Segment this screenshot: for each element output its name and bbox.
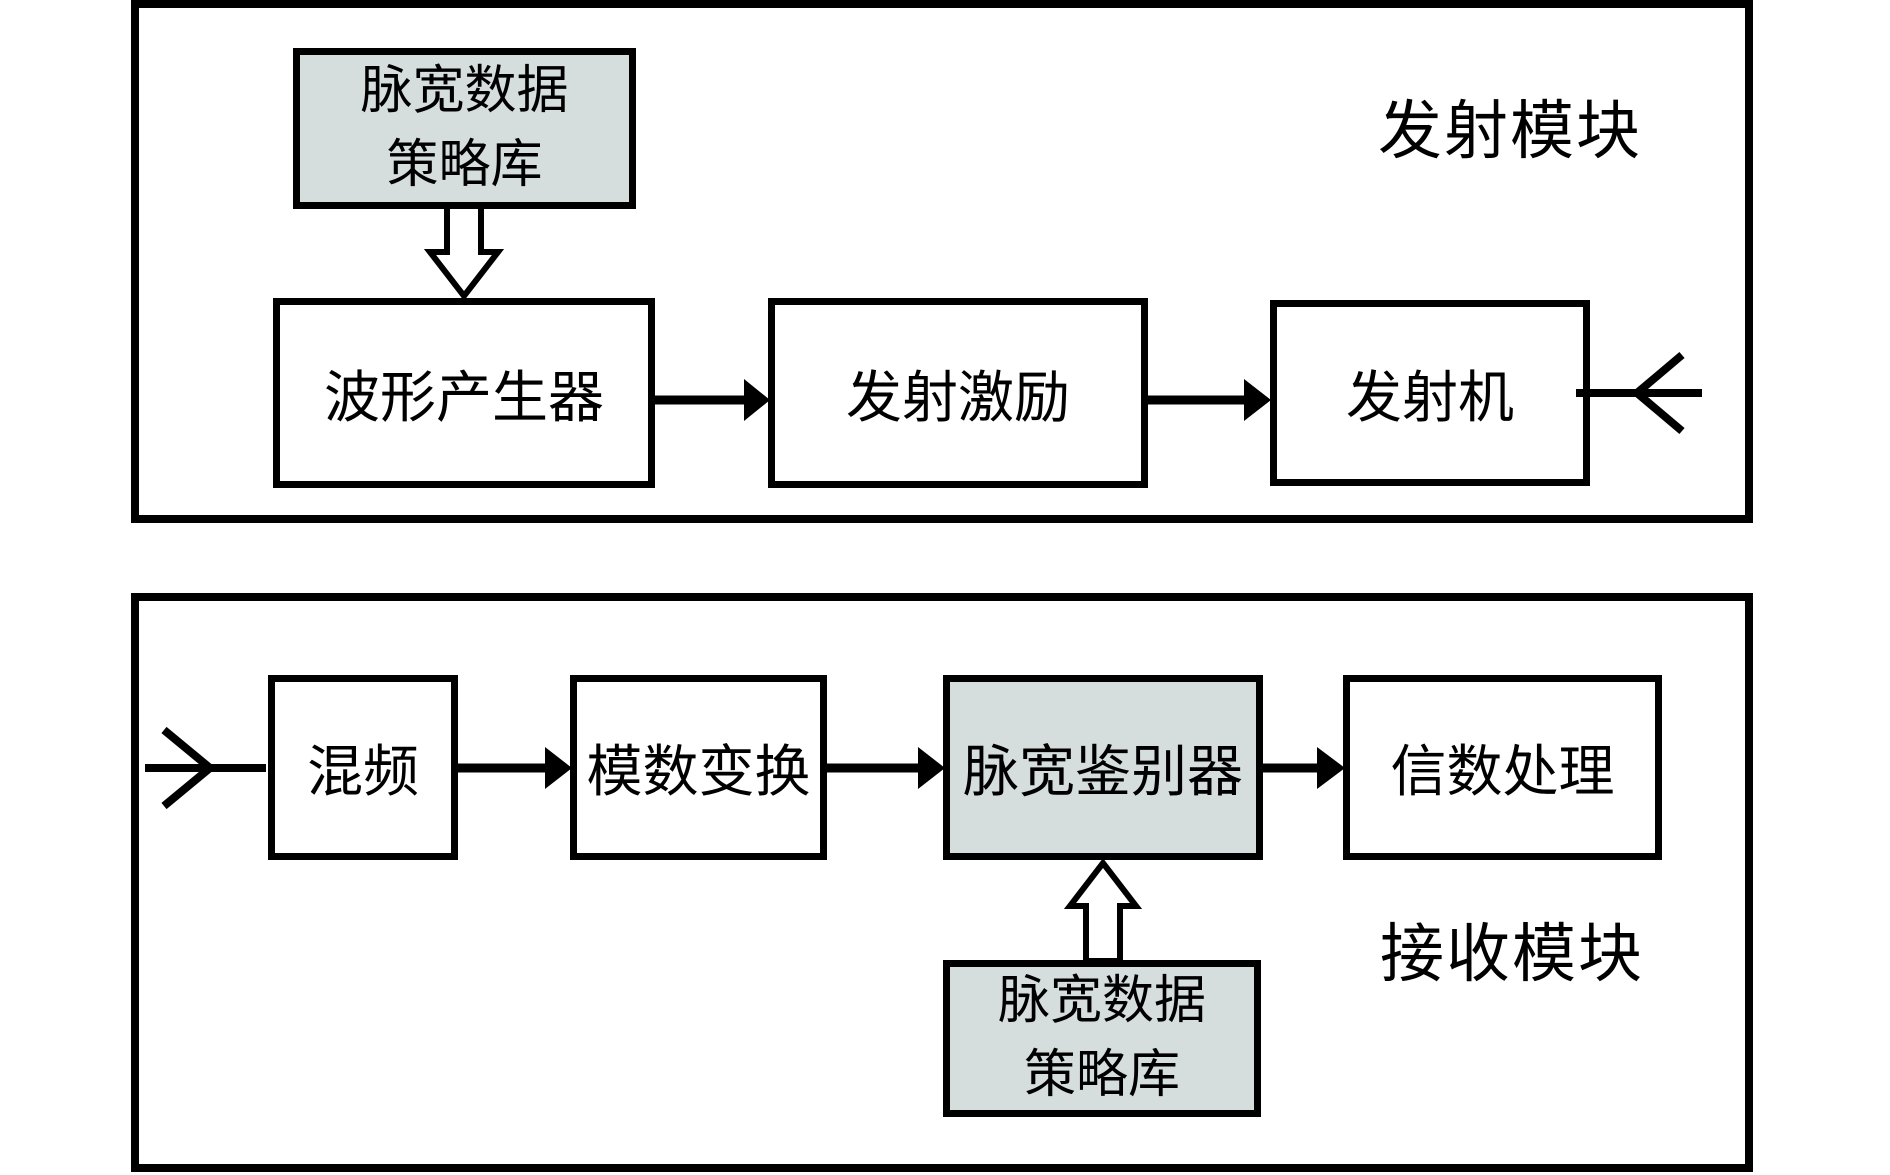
box-label-line2: 策略库 bbox=[1023, 1046, 1180, 1104]
receive-module-frame bbox=[131, 593, 1753, 1172]
box-label-line1: 脉宽数据 bbox=[997, 972, 1206, 1030]
box-label: 发射激励 bbox=[846, 367, 1070, 430]
box-mixer: 混频 bbox=[268, 675, 458, 860]
box-label: 混频 bbox=[307, 742, 419, 804]
box-label-line2: 策略库 bbox=[386, 136, 543, 194]
box-transmitter: 发射机 bbox=[1270, 300, 1590, 486]
box-pulse-width-strategy-library-rx: 脉宽数据 策略库 bbox=[943, 960, 1261, 1117]
box-transmit-exciter: 发射激励 bbox=[768, 298, 1148, 488]
box-label: 波形产生器 bbox=[324, 367, 604, 430]
box-label: 脉宽鉴别器 bbox=[963, 742, 1243, 804]
transmit-module-label: 发射模块 bbox=[1378, 96, 1642, 167]
box-label: 模数变换 bbox=[586, 742, 811, 804]
box-waveform-generator: 波形产生器 bbox=[273, 298, 655, 488]
transmit-module-frame bbox=[131, 0, 1753, 523]
box-pulse-width-strategy-library-tx: 脉宽数据 策略库 bbox=[293, 48, 636, 209]
box-label-line1: 脉宽数据 bbox=[360, 62, 569, 120]
box-label: 信数处理 bbox=[1390, 742, 1615, 804]
box-pulse-width-discriminator: 脉宽鉴别器 bbox=[943, 675, 1263, 860]
box-label: 发射机 bbox=[1346, 367, 1514, 430]
box-ad-converter: 模数变换 bbox=[570, 675, 827, 860]
receive-module-label: 接收模块 bbox=[1380, 919, 1644, 990]
box-signal-processing: 信数处理 bbox=[1343, 675, 1662, 860]
